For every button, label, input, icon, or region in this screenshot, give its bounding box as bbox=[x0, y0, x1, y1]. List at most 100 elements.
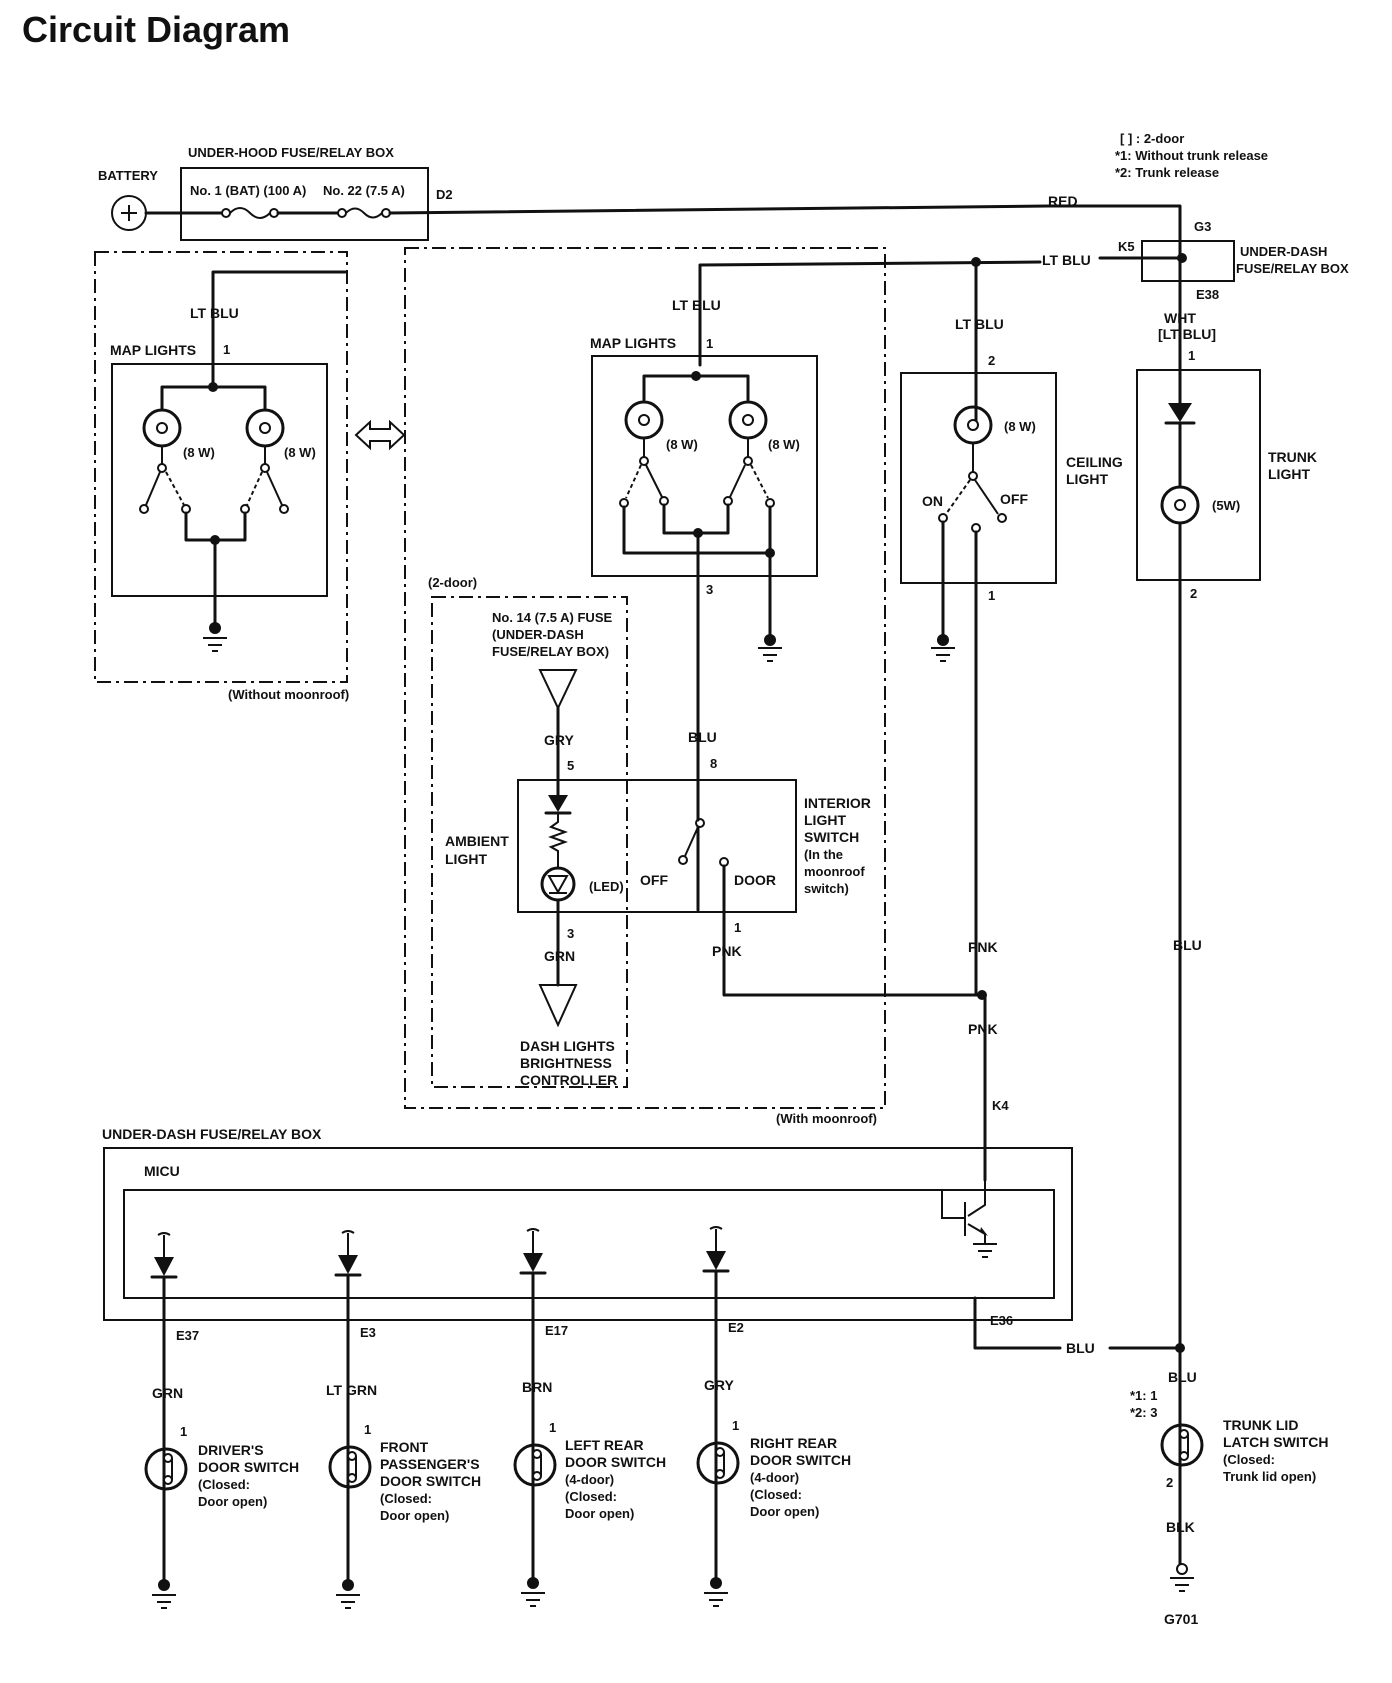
right-rear-switch-label: Door open) bbox=[750, 1504, 819, 1519]
wire-color-brn: BRN bbox=[522, 1379, 552, 1395]
two-door-box bbox=[431, 596, 628, 1088]
trunk-latch-pin: *1: 1 bbox=[1130, 1388, 1157, 1403]
two-door-tag: (2-door) bbox=[428, 575, 477, 590]
front-passenger-switch-label: DOOR SWITCH bbox=[380, 1473, 481, 1489]
bulb-icon bbox=[142, 408, 182, 448]
pin-e38: E38 bbox=[1196, 287, 1219, 302]
micu-diode-icon bbox=[334, 1230, 362, 1277]
wire-color-ltblu-alt: [LT BLU] bbox=[1158, 326, 1216, 342]
right-rear-switch-label: (Closed: bbox=[750, 1487, 802, 1502]
bulb-icon bbox=[624, 400, 664, 440]
pin-d2: D2 bbox=[436, 187, 453, 202]
pin-e17: E17 bbox=[545, 1323, 568, 1338]
trunk-latch-label: TRUNK LID bbox=[1223, 1417, 1298, 1433]
interior-switch-label: switch) bbox=[804, 881, 849, 896]
wire-color-ltblu: LT BLU bbox=[955, 316, 1004, 332]
drivers-switch-label: (Closed: bbox=[198, 1477, 250, 1492]
left-rear-switch-label: DOOR SWITCH bbox=[565, 1454, 666, 1470]
interior-switch-icon bbox=[678, 818, 729, 867]
switch-icon bbox=[938, 443, 1007, 533]
legend-line: *2: Trunk release bbox=[1115, 165, 1219, 180]
fuse-icon bbox=[144, 207, 391, 219]
pin-1: 1 bbox=[223, 342, 230, 357]
pin-2: 2 bbox=[988, 353, 995, 368]
bulb-icon bbox=[953, 405, 993, 445]
ceiling-off-label: OFF bbox=[1000, 491, 1028, 507]
pin-1: 1 bbox=[1188, 348, 1195, 363]
switch-icon bbox=[619, 438, 775, 508]
micu-diode-icon bbox=[519, 1228, 547, 1275]
pin-3: 3 bbox=[567, 926, 574, 941]
trunk-latch-label: (Closed: bbox=[1223, 1452, 1275, 1467]
ltblu-wire bbox=[698, 256, 1184, 367]
wire-color-ltgrn: LT GRN bbox=[326, 1382, 377, 1398]
trunk-light-box bbox=[1136, 369, 1261, 581]
pin-e36: E36 bbox=[990, 1313, 1013, 1328]
ceiling-on-label: ON bbox=[922, 493, 943, 509]
ambient-light-label: LIGHT bbox=[445, 851, 487, 867]
left-rear-switch-label: (4-door) bbox=[565, 1472, 614, 1487]
wattage-label: (8 W) bbox=[666, 437, 698, 452]
wire-color-pnk: PNK bbox=[968, 939, 998, 955]
wattage-label: (8 W) bbox=[768, 437, 800, 452]
red-wire bbox=[388, 204, 1182, 260]
bulb-icon bbox=[245, 408, 285, 448]
wire-color-gry: GRY bbox=[704, 1377, 734, 1393]
map-lights-right-box bbox=[591, 355, 818, 577]
wire-color-blu: BLU bbox=[1066, 1340, 1095, 1356]
left-rear-switch-label: LEFT REAR bbox=[565, 1437, 644, 1453]
wire-color-blu: BLU bbox=[1168, 1369, 1197, 1385]
door-switch-icon bbox=[144, 1447, 188, 1491]
ground-icon bbox=[758, 647, 782, 662]
legend-line: [ ] : 2-door bbox=[1120, 131, 1184, 146]
wire-color-blu: BLU bbox=[1173, 937, 1202, 953]
map-lights-right-label: MAP LIGHTS bbox=[590, 335, 676, 351]
legend-line: *1: Without trunk release bbox=[1115, 148, 1268, 163]
map-lights-left-box bbox=[111, 363, 328, 597]
wire-color-ltblu: LT BLU bbox=[1042, 252, 1091, 268]
switch-off-label: OFF bbox=[640, 872, 668, 888]
fuse-triangle-icon bbox=[538, 669, 578, 711]
underdash-fuse-box-top bbox=[1141, 240, 1235, 282]
pin-2: 2 bbox=[1190, 586, 1197, 601]
right-rear-switch-label: (4-door) bbox=[750, 1470, 799, 1485]
wire-color-red: RED bbox=[1048, 193, 1078, 209]
wire-color-pnk: PNK bbox=[712, 943, 742, 959]
underdash-title: FUSE/RELAY BOX bbox=[1236, 261, 1349, 276]
trunk-latch-label: Trunk lid open) bbox=[1223, 1469, 1316, 1484]
pin-e3: E3 bbox=[360, 1325, 376, 1340]
ground-icon bbox=[1170, 1563, 1194, 1592]
pin-1: 1 bbox=[180, 1424, 187, 1439]
with-moonroof-note: (With moonroof) bbox=[776, 1111, 877, 1126]
ground-g701-label: G701 bbox=[1164, 1611, 1198, 1627]
wire-color-wht: WHT bbox=[1164, 310, 1196, 326]
drivers-switch-label: Door open) bbox=[198, 1494, 267, 1509]
ground-icon bbox=[521, 1577, 545, 1607]
bulb-icon bbox=[728, 400, 768, 440]
ground-icon bbox=[336, 1579, 360, 1609]
diode-icon bbox=[1164, 403, 1196, 425]
drivers-switch-label: DRIVER'S bbox=[198, 1442, 264, 1458]
bulb-icon bbox=[1160, 485, 1200, 525]
wire-color-gry: GRY bbox=[544, 732, 574, 748]
micu-diode-icon bbox=[702, 1226, 730, 1273]
interior-switch-box bbox=[517, 779, 797, 913]
ground-icon bbox=[152, 1579, 176, 1609]
ceiling-light-box bbox=[900, 372, 1057, 584]
interior-switch-label: (In the bbox=[804, 847, 843, 862]
led-icon bbox=[540, 866, 576, 902]
door-switch-icon bbox=[328, 1445, 372, 1489]
fuse-no14-label: No. 14 (7.5 A) FUSE bbox=[492, 610, 612, 625]
trunk-latch-label: LATCH SWITCH bbox=[1223, 1434, 1329, 1450]
micu-label: MICU bbox=[144, 1163, 180, 1179]
pin-1: 1 bbox=[734, 920, 741, 935]
without-moonroof-note: (Without moonroof) bbox=[228, 687, 349, 702]
underhood-title: UNDER-HOOD FUSE/RELAY BOX bbox=[188, 145, 394, 160]
front-passenger-switch-label: FRONT bbox=[380, 1439, 429, 1455]
door-switch-icon bbox=[696, 1441, 740, 1485]
with-moonroof-box bbox=[404, 247, 886, 1109]
door-switch-icon bbox=[513, 1443, 557, 1487]
wattage-label: (8 W) bbox=[1004, 419, 1036, 434]
wire-color-ltblu: LT BLU bbox=[190, 305, 239, 321]
